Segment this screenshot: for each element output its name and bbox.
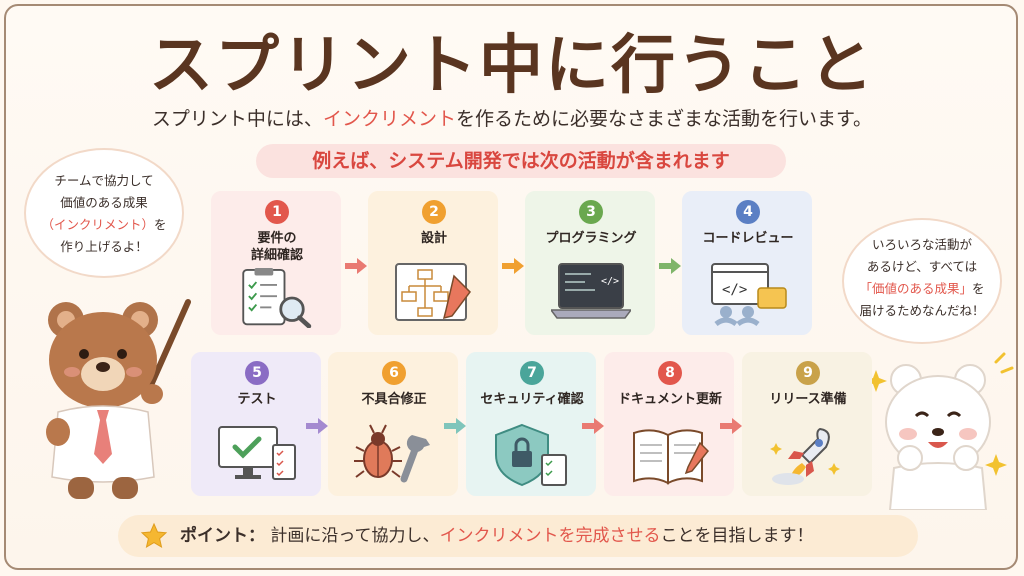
step-number-badge: 1 [265,200,289,224]
step-card: 6 不具合修正 [328,352,458,496]
diagram-pencil-icon [395,263,471,321]
bubble-left-line: （インクリメント）を [26,214,182,236]
step-label: プログラミング [545,231,637,246]
arrow-right-icon [306,418,328,434]
step-label: 要件の詳細確認 [250,231,303,263]
subtitle-highlight: インクリメント [322,108,456,130]
bubble-right-text: を [972,281,985,296]
arrow-right-icon [444,418,466,434]
step-label: テスト [237,392,277,407]
step-number-badge: 3 [579,200,603,224]
step-number-badge: 8 [658,361,682,385]
arrow-right-icon [502,258,524,274]
step-label: セキュリティ確認 [480,392,584,407]
bubble-right-highlight: 「価値のある成果」 [859,281,972,296]
subtitle-text-rest: を作るために必要なさまざまな活動を行います。 [455,108,873,130]
example-banner: 例えば、システム開発では次の活動が含まれます [256,144,786,178]
step-label: 不具合修正 [361,392,427,407]
laptop-code-icon: </> [551,263,631,319]
speech-bubble-left: チームで協力して 価値のある成果 （インクリメント）を 作り上げるよ！ [24,148,184,278]
bubble-left-highlight: （インクリメント） [41,217,154,232]
step-label: リリース準備 [769,392,847,407]
point-text-before: 計画に沿って協力し、 [270,526,440,546]
code-review-icon: </> [711,263,787,326]
svg-text:</>: </> [722,282,747,298]
bug-wrench-icon [354,424,430,483]
arrow-right-icon [345,258,367,274]
step-label: コードレビュー [702,231,794,246]
point-highlight: インクリメントを完成させる [439,526,661,546]
bubble-left-text: を [154,217,167,232]
step-card: 1 要件の詳細確認 [211,191,341,335]
step-card: 2 設計 [368,191,498,335]
arrow-right-icon [659,258,681,274]
step-number-badge: 4 [736,200,760,224]
step-card: 7 セキュリティ確認 [466,352,596,496]
point-text: ポイント： 計画に沿って協力し、インクリメントを完成させることを目指します！ [180,515,814,557]
monitor-check-icon [218,426,296,480]
shield-lock-icon [495,423,567,487]
bubble-right-line: 「価値のある成果」を [844,278,1000,300]
bubble-right-line: 届けるためなんだね！ [859,303,985,318]
step-number-badge: 9 [796,361,820,385]
step-card: 5 テスト [191,352,321,496]
page-title: スプリント中に行うこと [149,29,875,103]
point-bar: ポイント： 計画に沿って協力し、インクリメントを完成させることを目指します！ [118,515,918,557]
subtitle-text: スプリント中には、 [151,108,323,130]
bubble-right-line: いろいろな活動が [871,237,972,252]
svg-text:</>: </> [601,276,619,287]
step-label: ドキュメント更新 [617,392,722,407]
speech-bubble-right: いろいろな活動が あるけど、すべては 「価値のある成果」を 届けるためなんだね！ [842,218,1002,344]
step-card: 9 リリース準備 [742,352,872,496]
rocket-icon [770,427,840,485]
star-icon [140,522,168,549]
step-card: 4 コードレビュー </> [682,191,812,335]
step-label: 設計 [420,231,447,246]
step-card: 3 プログラミング </> [525,191,655,335]
checklist-magnifier-icon [242,268,312,328]
book-pencil-icon [633,429,710,485]
step-number-badge: 6 [382,361,406,385]
arrow-right-icon [582,418,604,434]
bubble-left-line: チームで協力して [54,173,154,188]
bubble-left-line: 作り上げるよ！ [60,239,148,254]
brown-bear-teacher-icon [46,299,191,499]
step-number-badge: 2 [422,200,446,224]
point-label: ポイント： [180,526,265,546]
bubble-right-line: あるけど、すべては [866,259,978,274]
bubble-left-line: 価値のある成果 [60,195,148,210]
white-bear-icon [865,352,1014,510]
point-text-after: ことを目指します！ [660,526,814,546]
step-number-badge: 7 [520,361,544,385]
step-card: 8 ドキュメント更新 [604,352,734,496]
page-subtitle: スプリント中には、インクリメントを作るために必要なさまざまな活動を行います。 [0,104,1024,131]
step-number-badge: 5 [245,361,269,385]
arrow-right-icon [720,418,742,434]
